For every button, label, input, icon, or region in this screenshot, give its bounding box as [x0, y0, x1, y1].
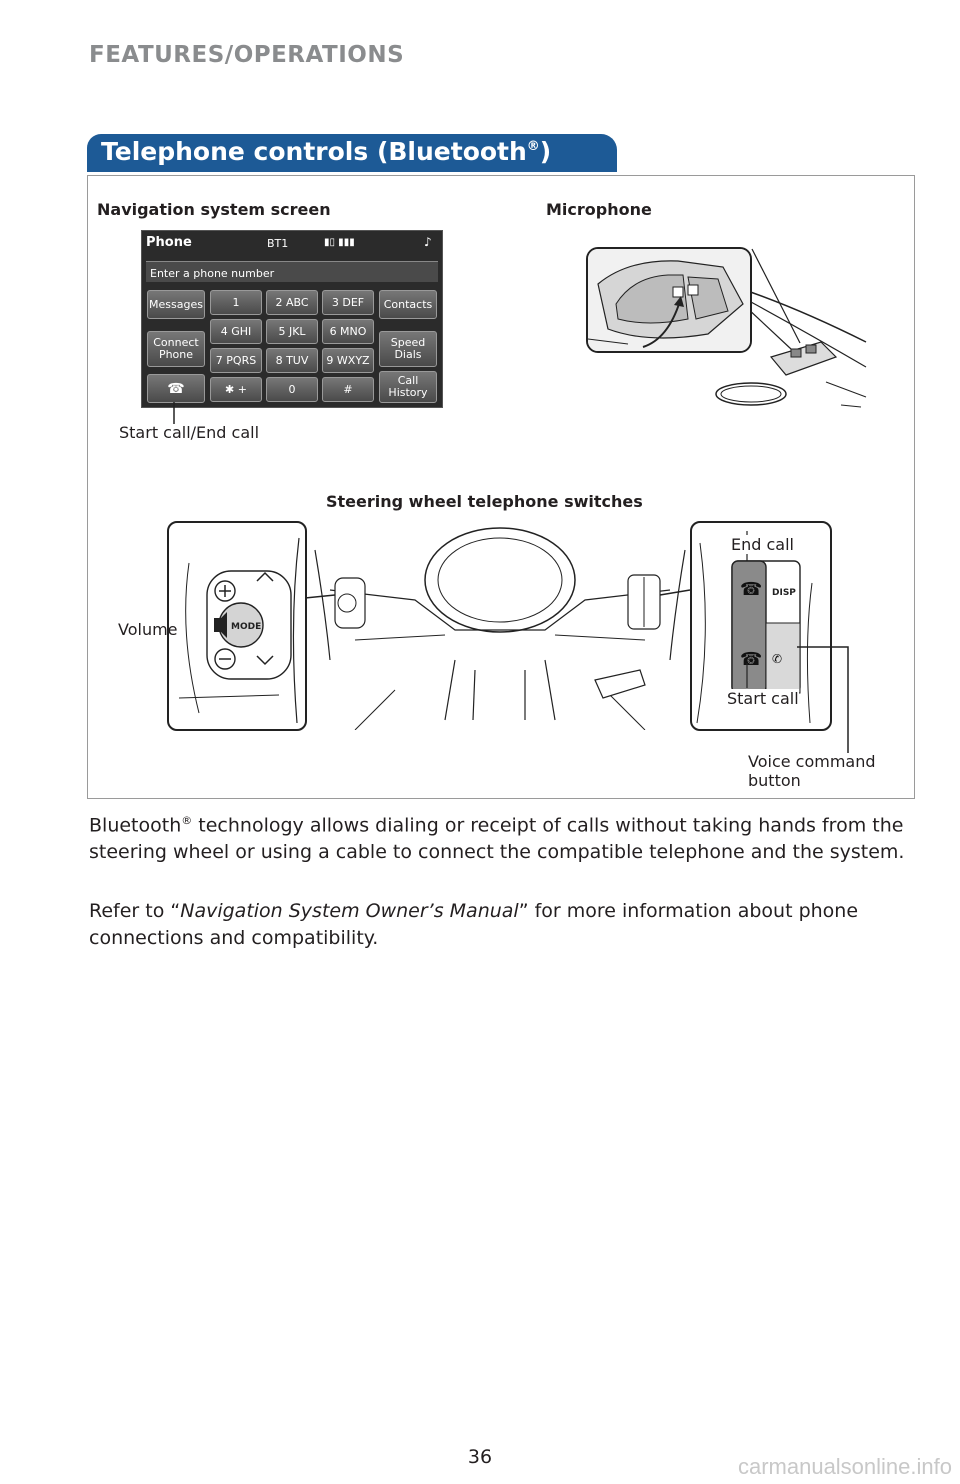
watermark: carmanualsonline.info: [737, 1454, 952, 1479]
navigation-screen-image: Phone BT1 ▮▯ ▮▮▮ ♪ Enter a phone number …: [141, 230, 443, 408]
section-header: FEATURES/OPERATIONS: [89, 42, 405, 68]
connect-phone-button[interactable]: Connect Phone: [147, 331, 205, 367]
key-5[interactable]: 5 JKL: [266, 319, 318, 344]
key-7[interactable]: 7 PQRS: [210, 348, 262, 373]
key-4[interactable]: 4 GHI: [210, 319, 262, 344]
nav-number-input[interactable]: Enter a phone number: [146, 261, 438, 282]
start-end-call-leader: [173, 402, 175, 424]
microphone-image: [715, 248, 867, 408]
volume-label: Volume: [118, 620, 178, 639]
start-call-label: Start call: [727, 689, 799, 708]
microphone-caption: Microphone: [546, 200, 652, 219]
nav-bt-label: BT1: [267, 237, 289, 250]
key-star[interactable]: ✱ +: [210, 377, 262, 402]
signal-icon: ▮▯ ▮▮▮: [324, 237, 355, 248]
steering-wheel-image: [295, 527, 691, 730]
key-3[interactable]: 3 DEF: [322, 290, 374, 315]
volume-switch-closeup: MODE: [167, 521, 307, 731]
section-title: Telephone controls (Bluetooth®): [101, 137, 552, 166]
svg-text:✆: ✆: [772, 652, 782, 666]
key-1[interactable]: 1: [210, 290, 262, 315]
svg-text:☎: ☎: [740, 579, 762, 600]
start-end-call-button[interactable]: ☎: [147, 374, 205, 403]
figure-frame: [87, 175, 915, 799]
start-end-call-label: Start call/End call: [119, 423, 260, 442]
voice-command-label: Voice command button: [748, 752, 876, 790]
page-number: 36: [467, 1446, 493, 1468]
end-call-label: End call: [731, 535, 794, 554]
microphone-closeup: [586, 247, 752, 353]
key-2[interactable]: 2 ABC: [266, 290, 318, 315]
disp-button-label: DISP: [772, 588, 796, 598]
call-history-button[interactable]: Call History: [379, 371, 437, 403]
contacts-button[interactable]: Contacts: [379, 290, 437, 319]
key-6[interactable]: 6 MNO: [322, 319, 374, 344]
svg-text:☎: ☎: [740, 649, 762, 670]
nav-screen-caption: Navigation system screen: [97, 200, 331, 219]
steering-caption: Steering wheel telephone switches: [326, 492, 643, 511]
speed-dials-button[interactable]: Speed Dials: [379, 331, 437, 367]
paragraph-bluetooth: Bluetooth® technology allows dialing or …: [89, 814, 905, 864]
paragraph-refer: Refer to “Navigation System Owner’s Manu…: [89, 900, 859, 949]
key-0[interactable]: 0: [266, 377, 318, 402]
key-8[interactable]: 8 TUV: [266, 348, 318, 373]
messages-button[interactable]: Messages: [147, 290, 205, 319]
voice-command-leader: [797, 646, 849, 753]
nav-phone-title: Phone: [146, 235, 192, 250]
music-note-icon: ♪: [424, 235, 432, 249]
key-9[interactable]: 9 WXYZ: [322, 348, 374, 373]
key-hash[interactable]: #: [322, 377, 374, 402]
mode-button-label: MODE: [231, 622, 261, 632]
section-title-bar: [87, 134, 617, 172]
